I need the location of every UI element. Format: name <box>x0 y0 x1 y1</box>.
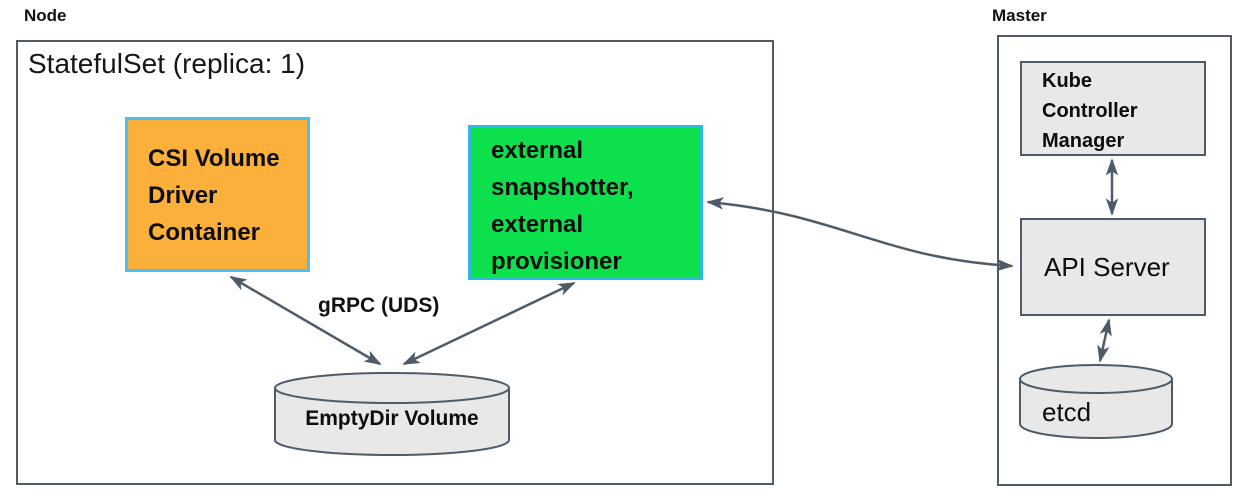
node-section-label: Node <box>24 6 67 25</box>
csi-volume-driver-container-box: CSI Volume Driver Container <box>125 117 310 272</box>
api-server-label: API Server <box>1044 251 1170 282</box>
kcm-box-line: Manager <box>1042 130 1125 152</box>
csi-box-line: CSI Volume <box>148 145 280 172</box>
kube-controller-manager-box: Kube Controller Manager <box>1020 61 1206 156</box>
sidecar-box-line: external <box>491 211 584 238</box>
sidecar-box-line: snapshotter, <box>491 174 634 201</box>
csi-box-line: Container <box>148 219 261 246</box>
statefulset-title: StatefulSet (replica: 1) <box>28 48 306 79</box>
api-server-box: API Server <box>1020 218 1206 316</box>
sidecar-box-line: external <box>491 137 584 164</box>
kcm-box-line: Kube <box>1042 70 1092 92</box>
kcm-box-line: Controller <box>1042 100 1138 122</box>
sidecar-box-line: provisioner <box>491 248 622 275</box>
emptydir-volume-label: EmptyDir Volume <box>305 407 479 430</box>
grpc-uds-label: gRPC (UDS) <box>318 294 440 317</box>
external-snapshotter-provisioner-box: external snapshotter, external provision… <box>468 125 703 280</box>
etcd-label: etcd <box>1042 397 1092 427</box>
master-section-label: Master <box>992 6 1047 25</box>
csi-box-line: Driver <box>148 182 218 209</box>
